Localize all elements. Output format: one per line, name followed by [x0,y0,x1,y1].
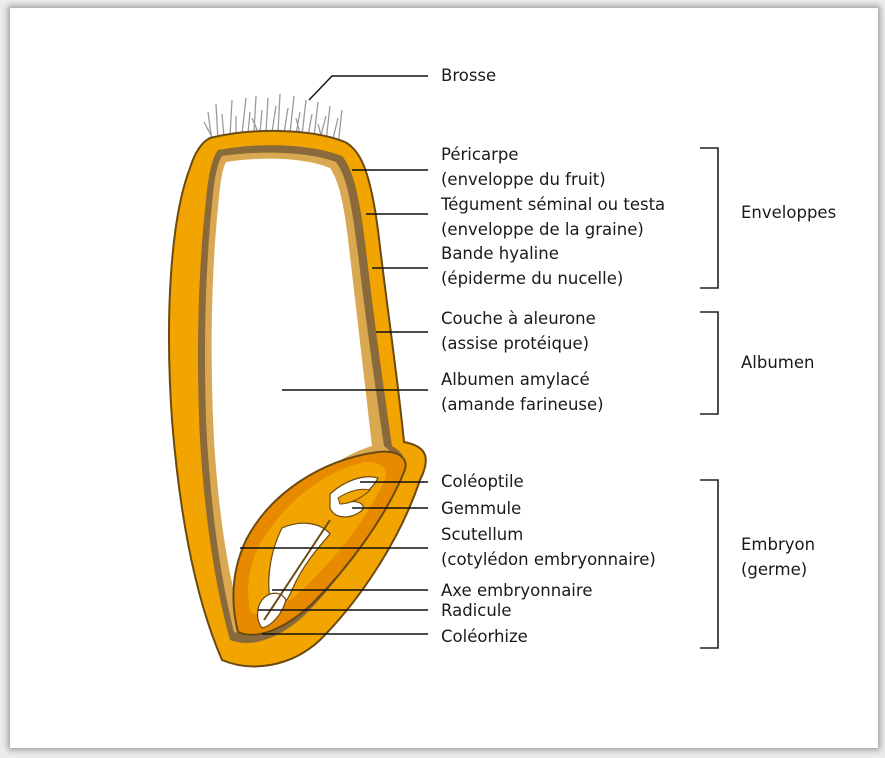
label-pericarpe: Péricarpe [441,145,518,164]
bracket-embryon [700,480,718,648]
label-tegument: Tégument séminal ou testa [440,195,665,214]
group-label-albumen: Albumen [741,353,815,372]
label-tegument-sub: (enveloppe de la graine) [441,220,644,239]
label-coleoptile: Coléoptile [441,472,524,491]
label-bande-hyaline: Bande hyaline [441,244,559,263]
bracket-albumen [700,312,718,414]
label-pericarpe-sub: (enveloppe du fruit) [441,170,606,189]
label-brosse: Brosse [441,66,496,85]
label-albumen-amylace: Albumen amylacé [441,370,590,389]
group-label-embryon-sub: (germe) [741,560,807,579]
group-label-embryon: Embryon [741,535,815,554]
label-albumen-amylace-sub: (amande farineuse) [441,395,604,414]
label-radicule: Radicule [441,601,512,620]
label-bande-hyaline-sub: (épiderme du nucelle) [441,269,623,288]
label-axe-embryonnaire: Axe embryonnaire [441,581,592,600]
label-scutellum-sub: (cotylédon embryonnaire) [441,550,656,569]
group-label-enveloppes: Enveloppes [741,203,836,222]
label-gemmule: Gemmule [441,499,521,518]
label-aleurone: Couche à aleurone [441,309,596,328]
label-aleurone-sub: (assise protéique) [441,334,589,353]
label-scutellum: Scutellum [441,525,523,544]
bracket-enveloppes [700,148,718,288]
label-coleorhize: Coléorhize [441,627,528,646]
